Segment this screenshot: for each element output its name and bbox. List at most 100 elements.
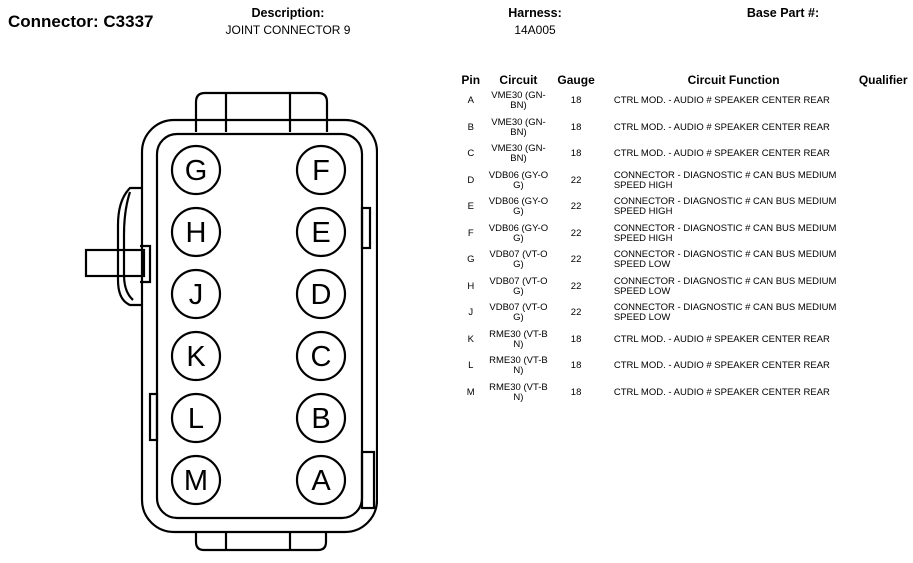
gauge-cell: 22 (570, 201, 582, 213)
pin-cell: B (467, 121, 474, 133)
pin-label: D (311, 279, 332, 311)
pin-cavity-h: H (170, 206, 222, 258)
pin-circle (170, 144, 222, 196)
circuit-cell: VME30 (GN-BN) (487, 88, 551, 115)
pin-circle (170, 330, 222, 382)
circuit-function-cell: CTRL MOD. - AUDIO # SPEAKER CENTER REAR (613, 333, 830, 345)
pin-cavity-e: E (295, 206, 347, 258)
top-latch (194, 91, 329, 132)
gauge-cell: 18 (570, 333, 582, 345)
circuit-cell: RME30 (VT-BN) (487, 327, 551, 354)
circuit-function-cell: CONNECTOR - DIAGNOSTIC # CAN BUS MEDIUM … (613, 222, 837, 244)
qualifier-cell (853, 141, 913, 168)
bottom-tab (194, 532, 328, 552)
pin-circle (295, 454, 347, 506)
pin-cell: G (467, 254, 475, 266)
pin-cell: K (467, 333, 474, 345)
circuit-text: VDB06 (GY-OG) (488, 196, 549, 218)
circuit-text: RME30 (VT-BN) (489, 355, 548, 377)
circuit-text: VDB07 (VT-OG) (489, 302, 548, 324)
circuit-function-cell: CTRL MOD. - AUDIO # SPEAKER CENTER REAR (613, 95, 830, 107)
pin-circle (295, 206, 347, 258)
pin-cavity-j: J (170, 268, 222, 320)
gauge-cell: 22 (570, 307, 582, 319)
table-row: A VME30 (GN-BN) 18 CTRL MOD. - AUDIO # SPEA… (455, 88, 913, 115)
harness-block: Harness: 14A005 (475, 6, 595, 37)
description-value: JOINT CONNECTOR 9 (225, 23, 351, 37)
circuit-function-cell: CTRL MOD. - AUDIO # SPEAKER CENTER REAR (613, 148, 830, 160)
table-row: K RME30 (VT-BN) 18 CTRL MOD. - AUDIO # SPEA… (455, 327, 913, 354)
qualifier-cell (853, 327, 913, 354)
circuit-text: VME30 (GN-BN) (491, 143, 546, 165)
gauge-cell: 18 (570, 95, 582, 107)
pin-cell: C (467, 148, 475, 160)
left-rib (148, 392, 159, 442)
table-row: C VME30 (GN-BN) 18 CTRL MOD. - AUDIO # SPEA… (455, 141, 913, 168)
connector-label: Connector: (8, 12, 99, 31)
circuit-cell: VDB07 (VT-OG) (487, 274, 551, 301)
circuit-cell: VDB06 (GY-OG) (487, 221, 551, 248)
pin-cavity-d: D (295, 268, 347, 320)
pin-label: K (186, 341, 206, 373)
pin-circle (295, 144, 347, 196)
circuit-text: VME30 (GN-BN) (491, 90, 546, 112)
connector-outer-body (140, 118, 378, 534)
pin-label: L (188, 403, 204, 435)
qualifier-cell (853, 115, 913, 142)
pin-cell: F (467, 227, 474, 239)
qualifier-cell (853, 380, 913, 407)
qualifier-cell (853, 353, 913, 380)
gauge-cell: 22 (570, 254, 582, 266)
qualifier-cell (853, 274, 913, 301)
circuit-cell: RME30 (VT-BN) (487, 353, 551, 380)
col-gauge: Gauge (557, 73, 595, 87)
circuit-text: VDB06 (GY-OG) (488, 222, 549, 244)
table-row: G VDB07 (VT-OG) 22 CONNECTOR - DIAGNOSTIC #… (455, 247, 913, 274)
pin-table-header: Pin Circuit Gauge Circuit Function Quali… (455, 72, 913, 88)
pin-cavity-b: B (295, 392, 347, 444)
circuit-function-cell: CTRL MOD. - AUDIO # SPEAKER CENTER REAR (613, 386, 830, 398)
circuit-function-cell: CONNECTOR - DIAGNOSTIC # CAN BUS MEDIUM … (613, 249, 837, 271)
circuit-text: VDB06 (GY-OG) (488, 169, 549, 191)
pin-circle (295, 268, 347, 320)
base-part-block: Base Part #: (718, 6, 848, 23)
pin-cell: A (467, 95, 474, 107)
right-rib-bottom (360, 450, 376, 510)
qualifier-cell (853, 300, 913, 327)
gauge-cell: 22 (570, 174, 582, 186)
connector-id: C3337 (103, 12, 154, 31)
circuit-cell: VME30 (GN-BN) (487, 115, 551, 142)
circuit-function-cell: CTRL MOD. - AUDIO # SPEAKER CENTER REAR (613, 121, 830, 133)
pin-cavity-f: F (295, 144, 347, 196)
circuit-function-cell: CONNECTOR - DIAGNOSTIC # CAN BUS MEDIUM … (613, 169, 837, 191)
qualifier-cell (853, 194, 913, 221)
pin-circle (170, 454, 222, 506)
circuit-text: VDB07 (VT-OG) (489, 249, 548, 271)
gauge-cell: 18 (570, 121, 582, 133)
pin-cavity-a: A (295, 454, 347, 506)
circuit-cell: VDB07 (VT-OG) (487, 247, 551, 274)
col-qualifier: Qualifier (858, 73, 908, 87)
pin-cavity-k: K (170, 330, 222, 382)
circuit-cell: RME30 (VT-BN) (487, 380, 551, 407)
circuit-text: VDB07 (VT-OG) (489, 275, 548, 297)
pin-label: E (311, 217, 330, 249)
qualifier-cell (853, 168, 913, 195)
pin-circle (170, 392, 222, 444)
pin-label: F (312, 155, 330, 187)
col-pin: Pin (461, 73, 481, 87)
qualifier-cell (853, 221, 913, 248)
pin-cell: D (467, 174, 475, 186)
circuit-cell: VDB07 (VT-OG) (487, 300, 551, 327)
pin-circle (170, 206, 222, 258)
gauge-cell: 18 (570, 148, 582, 160)
left-lock-peg (84, 248, 146, 278)
pin-label: M (184, 465, 208, 497)
connector-inner-body (155, 132, 364, 520)
pin-circle (170, 268, 222, 320)
